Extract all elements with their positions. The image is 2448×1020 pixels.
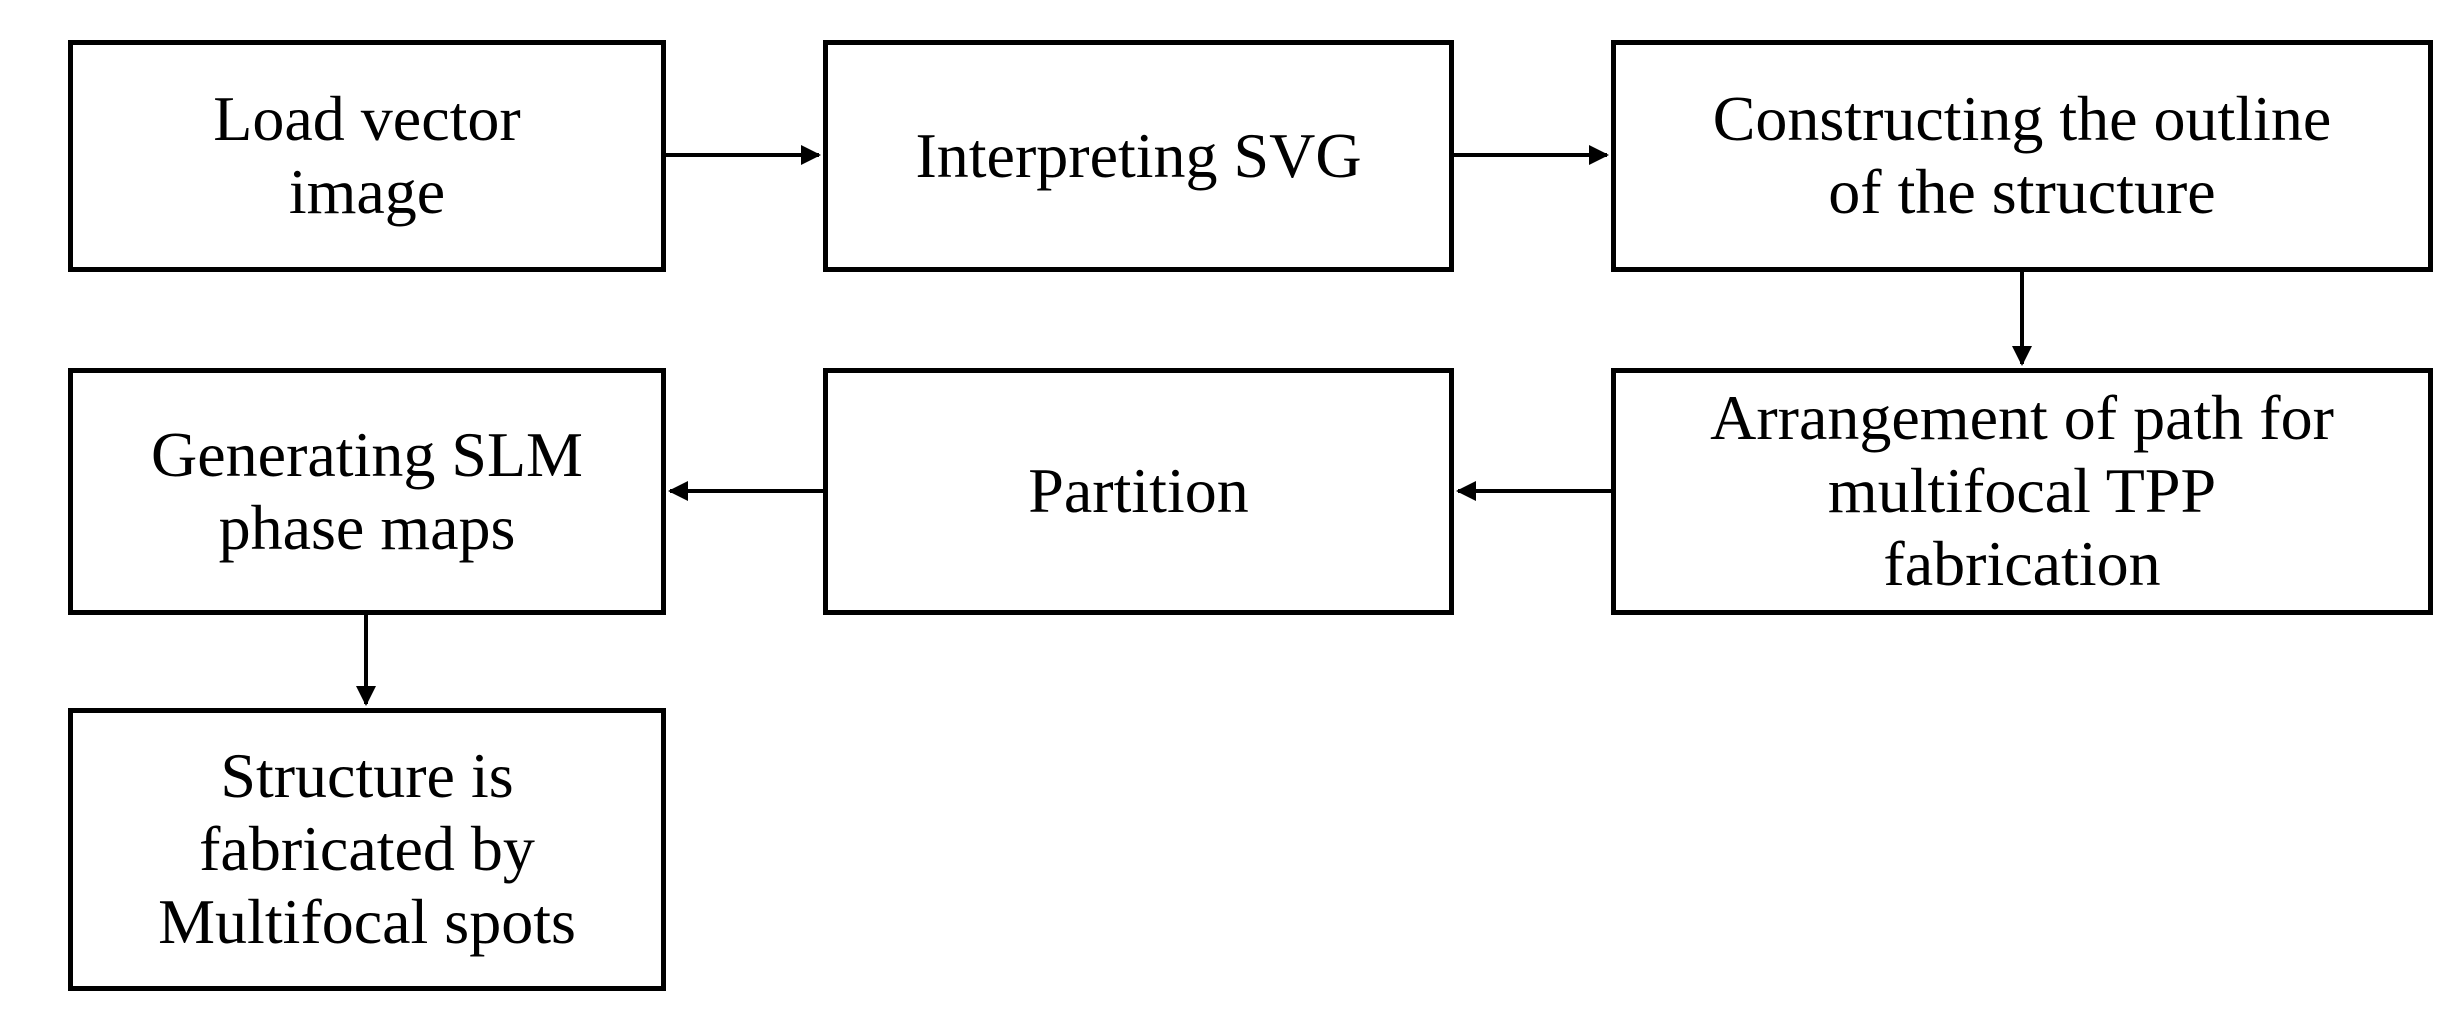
node-text-line: fabricated by	[199, 813, 535, 885]
node-text-line: Generating SLM	[151, 418, 583, 490]
node-text-line: Interpreting SVG	[915, 119, 1362, 191]
node-constructing-outline: Constructing the outline of the structur…	[1611, 40, 2433, 272]
node-text-line: Partition	[1028, 455, 1249, 527]
node-arrangement-of-path: Arrangement of path for multifocal TPP f…	[1611, 368, 2433, 615]
node-text-line: Constructing the outline	[1712, 83, 2332, 155]
node-interpreting-svg: Interpreting SVG	[823, 40, 1454, 272]
node-text-line: Load vector	[213, 83, 521, 155]
node-text-line: Arrangement of path for	[1710, 382, 2334, 454]
node-text-line: of the structure	[1828, 156, 2216, 227]
node-text-line: fabrication	[1883, 527, 2161, 599]
node-text-line: image	[288, 156, 446, 227]
node-generating-slm: Generating SLM phase maps	[68, 368, 666, 615]
node-structure-fabricated: Structure is fabricated by Multifocal sp…	[68, 708, 666, 991]
node-text-line: Structure is	[220, 740, 514, 812]
node-text-line: multifocal TPP	[1827, 455, 2217, 527]
node-text-line: Multifocal spots	[158, 885, 576, 957]
node-partition: Partition	[823, 368, 1454, 615]
node-load-vector-image: Load vector image	[68, 40, 666, 272]
node-text-line: phase maps	[218, 491, 516, 563]
